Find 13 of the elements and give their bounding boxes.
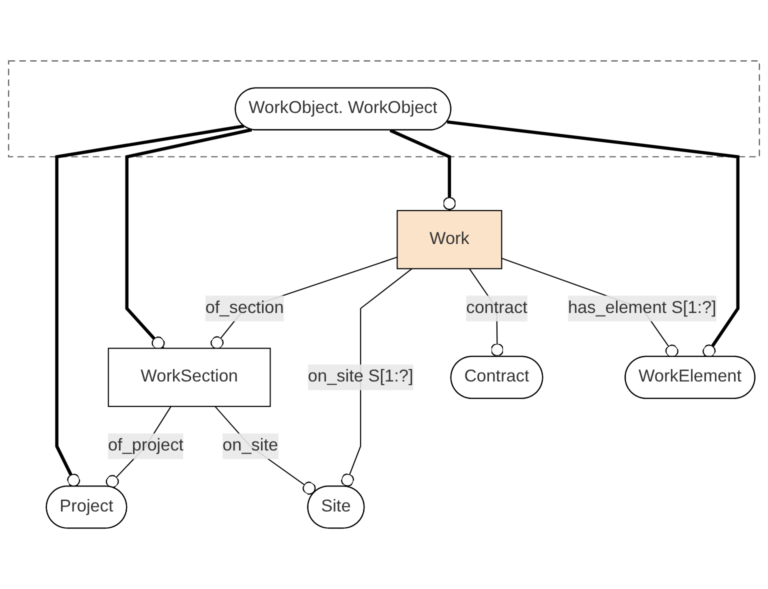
edge-label: of_project <box>108 436 184 455</box>
connector <box>390 128 456 211</box>
edge-label: on_site <box>222 436 278 455</box>
edge-label: has_element S[1:?] <box>568 298 716 318</box>
connector <box>214 406 316 495</box>
node-box: WorkSection <box>108 348 271 407</box>
edge-label: contract <box>466 298 528 318</box>
connector <box>341 268 412 487</box>
cluster <box>8 60 760 158</box>
node-box: Work <box>396 210 502 270</box>
edge-label: of_section <box>205 298 284 318</box>
edge-label: on_site S[1:?] <box>308 368 414 386</box>
connector <box>125 128 252 350</box>
